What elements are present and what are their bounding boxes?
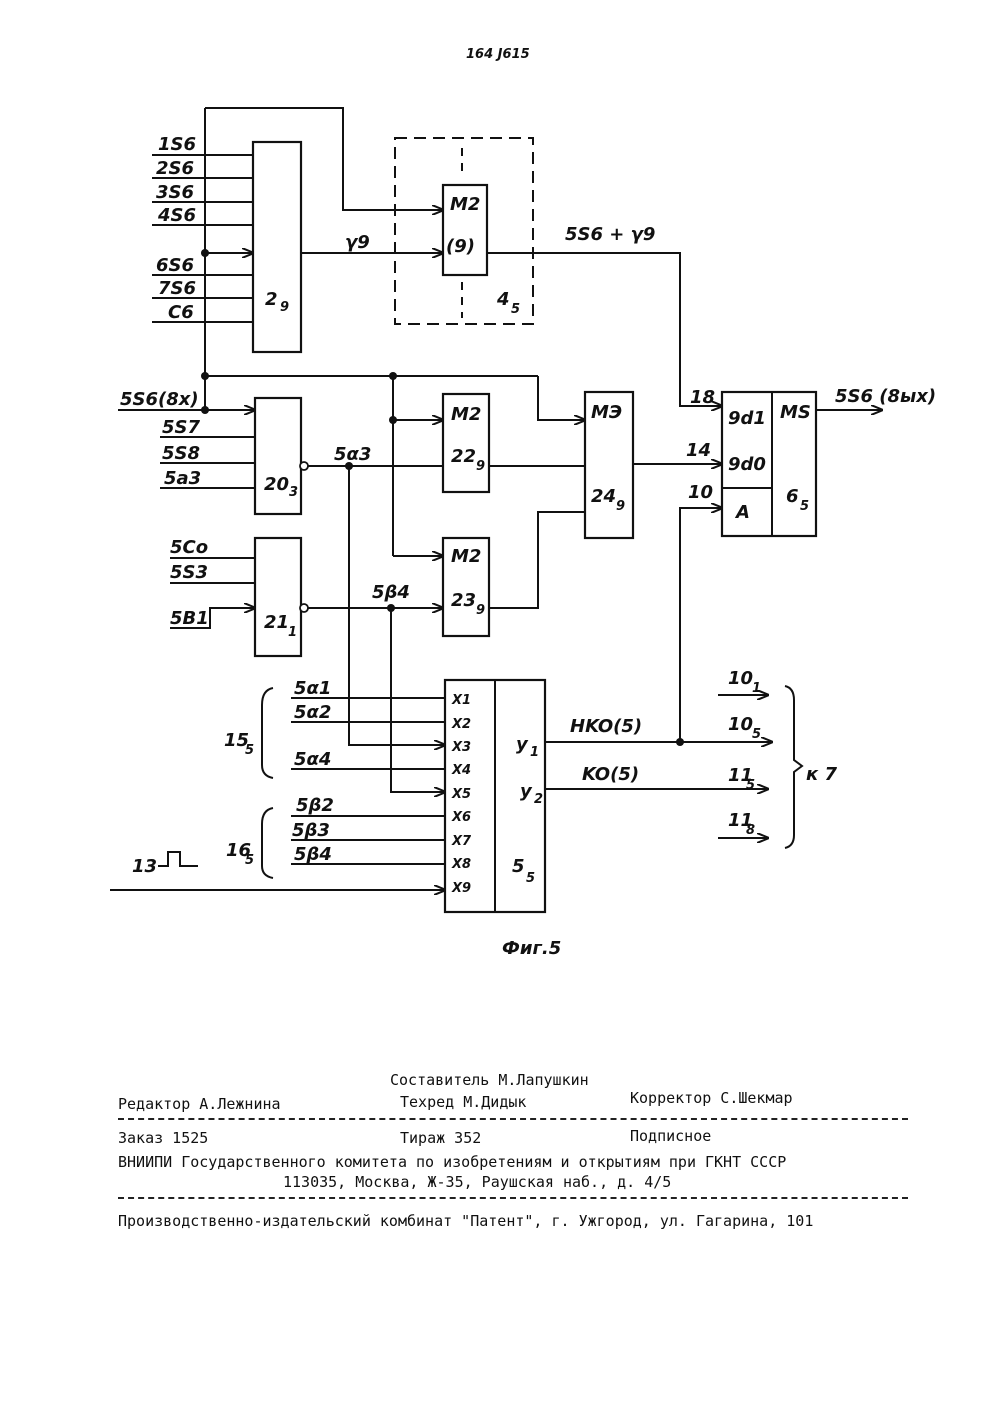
svg-text:X2: X2 [451,717,471,732]
svg-text:9d0: 9d0 [728,454,766,475]
svg-text:5Co: 5Co [170,537,208,558]
svg-text:5: 5 [752,727,761,742]
footer-techred: Техред М.Дидык [400,1093,526,1111]
footer-divider-1 [118,1118,908,1120]
svg-text:5: 5 [746,778,755,793]
svg-text:X1: X1 [451,693,471,708]
footer-kombinat: Производственно-издательский комбинат "П… [118,1212,813,1230]
footer-podpisnoe: Подписное [630,1127,711,1145]
clock-pulse-icon [158,852,198,866]
svg-text:5S8: 5S8 [162,443,200,464]
svg-text:5S3: 5S3 [170,562,208,583]
footer-address: 113035, Москва, Ж-35, Раушская наб., д. … [283,1173,671,1191]
svg-text:MS: MS [780,402,811,423]
svg-text:5α1: 5α1 [294,678,331,699]
signal-sum: 5S6 + γ9 [565,224,655,245]
block-4-label: 4 [496,289,510,310]
svg-text:9: 9 [476,459,485,474]
svg-text:3: 3 [289,485,298,500]
input-7s6: 7S6 [158,278,196,299]
svg-text:20: 20 [264,474,289,495]
input-4s6: 4S6 [157,205,196,226]
input-2s6: 2S6 [156,158,194,179]
footer-vniipi: ВНИИПИ Государственного комитета по изоб… [118,1153,786,1171]
signal-gamma9: γ9 [345,232,370,253]
output-5s6: 5S6 (8ых) [835,386,936,407]
svg-text:X9: X9 [451,881,471,896]
input-c6: C6 [168,302,194,323]
svg-text:5α4: 5α4 [294,749,331,770]
input-3s6: 3S6 [156,182,194,203]
svg-text:X4: X4 [451,763,471,778]
signal-hko5: HKO(5) [570,716,642,737]
svg-text:(9): (9) [446,236,475,257]
block-2-9 [253,142,301,352]
svg-text:y: y [520,781,533,802]
svg-text:M2: M2 [451,404,481,425]
svg-text:МЭ: МЭ [591,402,622,423]
svg-text:1: 1 [752,681,761,696]
input-6s6: 6S6 [156,255,194,276]
svg-text:X7: X7 [451,834,472,849]
figure-caption: Фиг.5 [502,938,561,959]
svg-text:5β3: 5β3 [292,820,330,841]
block-2-label: 2 [265,289,278,310]
svg-text:5β2: 5β2 [296,795,334,816]
footer-divider-2 [118,1197,908,1199]
svg-text:5α2: 5α2 [294,702,331,723]
svg-text:1: 1 [530,745,539,760]
svg-text:10: 10 [688,482,713,503]
svg-text:5S7: 5S7 [162,417,200,438]
block-2-sub: 9 [280,300,289,315]
input-5s6: 5S6(8x) [120,389,199,410]
svg-text:M2: M2 [450,194,480,215]
page-number: 164 J615 [466,47,530,62]
svg-text:X3: X3 [451,740,471,755]
svg-text:9: 9 [616,499,625,514]
footer-corrector: Корректор С.Шекмар [630,1089,793,1107]
svg-text:X6: X6 [451,810,471,825]
svg-text:10: 10 [728,668,753,689]
footer-editor: Редактор А.Лежнина [118,1095,281,1113]
block-4-5 [395,138,533,324]
svg-text:13: 13 [132,856,157,877]
svg-text:M2: M2 [451,546,481,567]
svg-text:5: 5 [245,743,254,758]
svg-text:18: 18 [690,387,715,408]
svg-text:A: A [734,502,750,523]
svg-text:5: 5 [245,853,254,868]
svg-text:21: 21 [264,612,289,633]
svg-text:X8: X8 [451,857,471,872]
svg-text:5B1: 5B1 [170,608,209,629]
svg-text:14: 14 [686,440,711,461]
footer-tirazh: Тираж 352 [400,1129,481,1147]
svg-text:X5: X5 [451,787,471,802]
svg-text:6: 6 [786,486,799,507]
signal-ko5: KO(5) [582,764,639,785]
to-k7-label: к 7 [806,764,837,785]
svg-text:23: 23 [451,590,476,611]
svg-text:22: 22 [451,446,476,467]
svg-text:24: 24 [591,486,616,507]
svg-text:2: 2 [534,792,543,807]
svg-text:5: 5 [526,871,535,886]
svg-text:5a3: 5a3 [164,468,201,489]
svg-text:5: 5 [512,856,525,877]
signal-5b4: 5β4 [372,582,410,603]
svg-text:1: 1 [288,625,297,640]
signal-5a3: 5α3 [334,444,371,465]
input-1s6: 1S6 [158,134,196,155]
svg-text:y: y [516,734,529,755]
svg-text:5β4: 5β4 [294,844,332,865]
svg-text:8: 8 [746,823,755,838]
svg-text:9: 9 [476,603,485,618]
svg-text:10: 10 [728,714,753,735]
svg-text:5: 5 [511,302,520,317]
svg-text:5: 5 [800,499,809,514]
footer-compiler: Составитель М.Лапушкин [390,1071,589,1089]
svg-text:9d1: 9d1 [728,408,766,429]
footer-order: Заказ 1525 [118,1129,208,1147]
